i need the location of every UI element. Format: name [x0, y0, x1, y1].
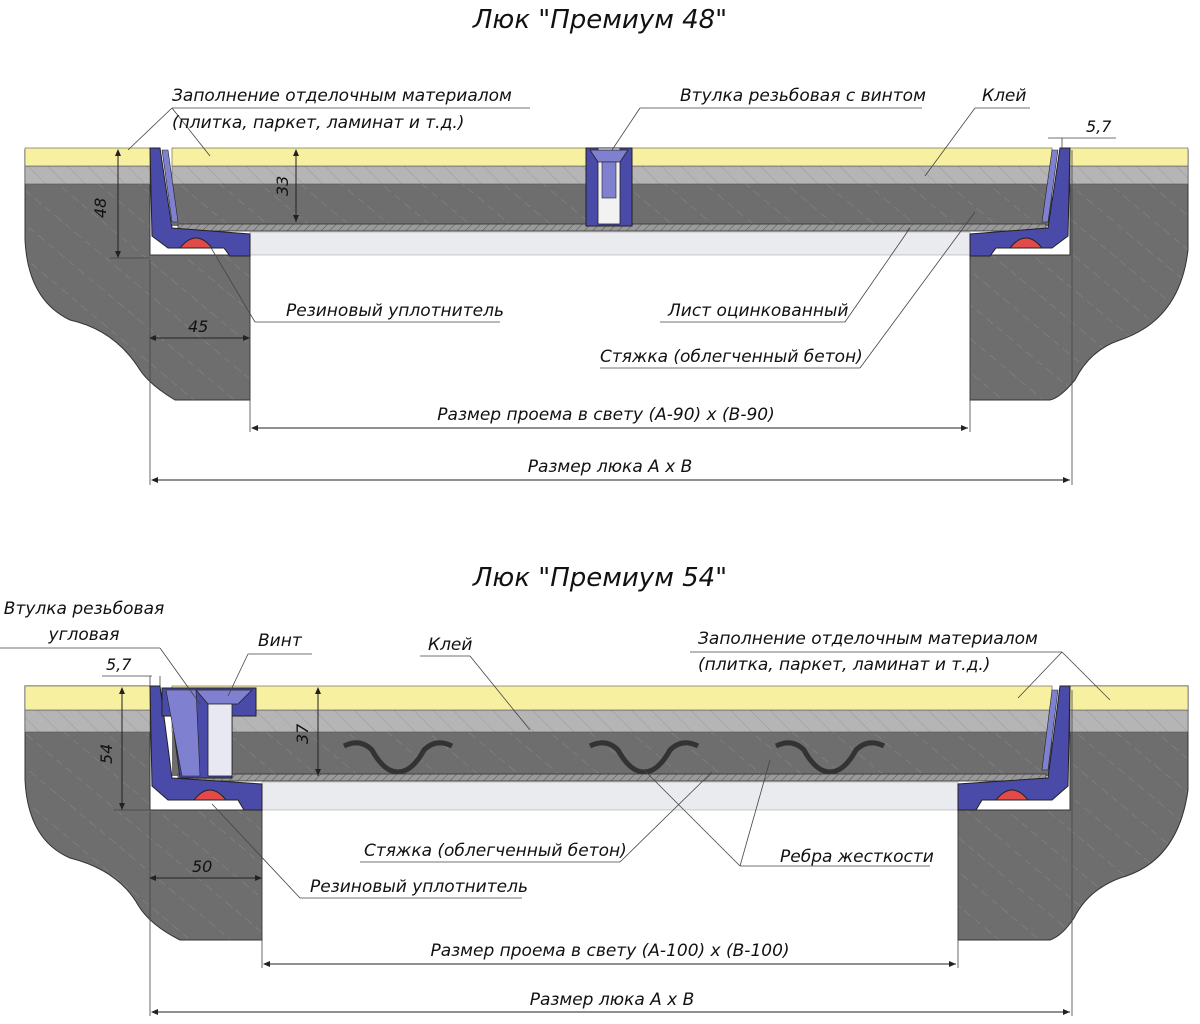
s1-glue-label: Клей: [982, 86, 1026, 106]
s2-bushing-label-line2: угловая: [48, 625, 120, 645]
galvanized-sheet-2: [177, 773, 1047, 782]
frame-left-inner: [161, 149, 179, 223]
section1-title: Люк "Премиум 48": [472, 5, 727, 35]
s1-dim-height: 48: [91, 198, 110, 218]
corner-bushing-highlight: [165, 689, 201, 777]
screw-shank-2: [207, 703, 233, 777]
stiffening-rib-1: [342, 740, 454, 775]
glue-layer-right: [1069, 165, 1189, 185]
finish-layer-center-2: [171, 685, 1053, 711]
sheet-underside: [249, 231, 971, 256]
frame-right-2: [957, 685, 1071, 811]
s1-screed-label: Стяжка (облегченный бетон): [600, 347, 863, 367]
s2-glue-label: Клей: [428, 635, 472, 655]
s1-dim-fill-depth: 33: [273, 176, 292, 196]
glue-layer-right-2: [1069, 709, 1189, 733]
s1-dim-gap: 5,7: [1086, 117, 1112, 136]
screw-shank: [601, 161, 617, 199]
frame-left-2: [149, 685, 263, 811]
s1-seal-label: Резиновый уплотнитель: [286, 301, 504, 321]
glue-layer-left: [24, 165, 151, 185]
finish-layer-left-2: [24, 685, 151, 711]
s1-dim-edge: 45: [188, 317, 208, 336]
s2-opening-label: Размер проема в свету (А-100) х (В-100): [430, 941, 789, 961]
s1-bushing-label: Втулка резьбовая с винтом: [680, 86, 926, 106]
s1-sheet-label: Лист оцинкованный: [667, 301, 848, 321]
screw-head: [589, 149, 629, 163]
section-premium-54: Люк "Премиум 54": [0, 563, 1189, 1016]
seal-right: [1008, 237, 1044, 249]
concrete-right-2: [957, 685, 1189, 941]
s1-hatch-size-label: Размер люка А х В: [528, 457, 693, 477]
s2-dim-edge: 50: [192, 857, 212, 876]
frame-right-inner-2: [1041, 689, 1059, 771]
concrete-right: [969, 149, 1189, 401]
s2-seal-label: Резиновый уплотнитель: [310, 877, 528, 897]
finish-layer-right-2: [1069, 685, 1189, 711]
s1-finish-label-line2: (плитка, паркет, ламинат и т.д.): [172, 113, 464, 133]
s1-opening-label: Размер проема в свету (А-90) х (В-90): [437, 405, 774, 425]
seal-left-2: [192, 789, 228, 801]
glue-layer-left-2: [24, 709, 151, 733]
stiffening-rib-3: [774, 740, 886, 775]
screw-head-2: [195, 689, 253, 705]
s2-bushing-label-line1: Втулка резьбовая: [4, 599, 164, 619]
stiffening-rib-2: [588, 740, 700, 775]
seal-left: [178, 237, 214, 249]
finish-layer-left: [24, 147, 151, 167]
s2-hatch-size-label: Размер люка А х В: [530, 990, 695, 1010]
section-premium-48: Люк "Премиум 48": [24, 5, 1189, 485]
s2-screed-label: Стяжка (облегченный бетон): [364, 841, 627, 861]
s2-dim-fill-depth: 37: [293, 723, 312, 744]
s2-screw-label: Винт: [258, 631, 303, 651]
s1-finish-label-line1: Заполнение отделочным материалом: [172, 86, 512, 106]
s2-finish-label-line1: Заполнение отделочным материалом: [698, 629, 1038, 649]
seal-right-2: [994, 789, 1030, 801]
s2-dim-gap: 5,7: [106, 655, 132, 674]
finish-layer-right: [1069, 147, 1189, 167]
s2-finish-label-line2: (плитка, паркет, ламинат и т.д.): [698, 655, 990, 675]
s2-dim-height: 54: [97, 744, 116, 764]
sheet-underside-2: [261, 781, 959, 811]
frame-left: [149, 147, 251, 257]
frame-right: [969, 147, 1071, 257]
frame-right-inner: [1041, 149, 1059, 223]
s2-ribs-label: Ребра жесткости: [780, 847, 934, 867]
section2-title: Люк "Премиум 54": [472, 563, 727, 593]
